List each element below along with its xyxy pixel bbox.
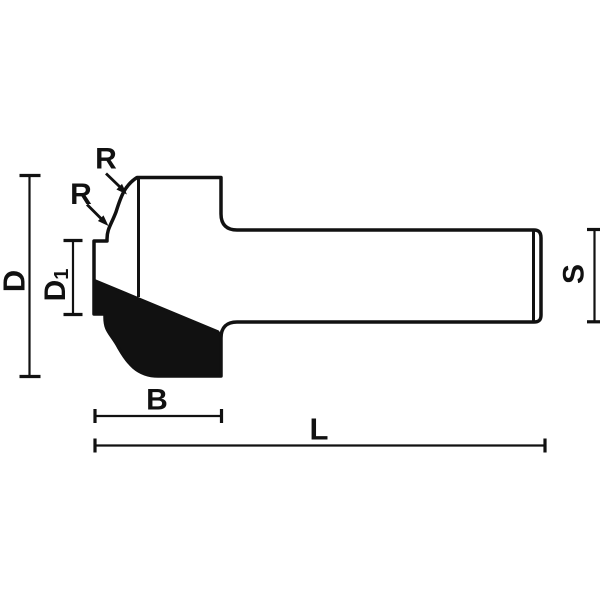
dim-d1-label-base: D <box>39 280 72 302</box>
radius-lower-arrow-line <box>86 203 102 220</box>
radius-upper-arrowhead <box>116 183 127 195</box>
radius-lower-arrowhead <box>97 215 109 226</box>
radius-callout-upper: R <box>95 143 127 195</box>
dimension-overall-length: L <box>93 412 547 453</box>
dim-d1-label-subscript: 1 <box>51 269 73 280</box>
dimension-cutting-width: B <box>93 384 224 423</box>
cutting-edge-fill <box>92 278 223 378</box>
dim-d1-label: D1 <box>39 269 74 302</box>
dimension-inner-diameter: D1 <box>39 238 83 317</box>
radius-callout-lower: R <box>70 178 109 226</box>
dimension-shank-diameter: S <box>558 227 600 324</box>
radius-upper-arrow-line <box>105 172 121 189</box>
dim-d-label: D <box>0 270 32 292</box>
dimension-overall-diameter: D <box>0 173 41 379</box>
radius-lower-label: R <box>70 178 92 211</box>
dim-l-label: L <box>310 412 329 447</box>
dim-s-label: S <box>558 264 591 284</box>
radius-upper-label: R <box>95 143 117 176</box>
dim-b-label: B <box>146 384 168 417</box>
